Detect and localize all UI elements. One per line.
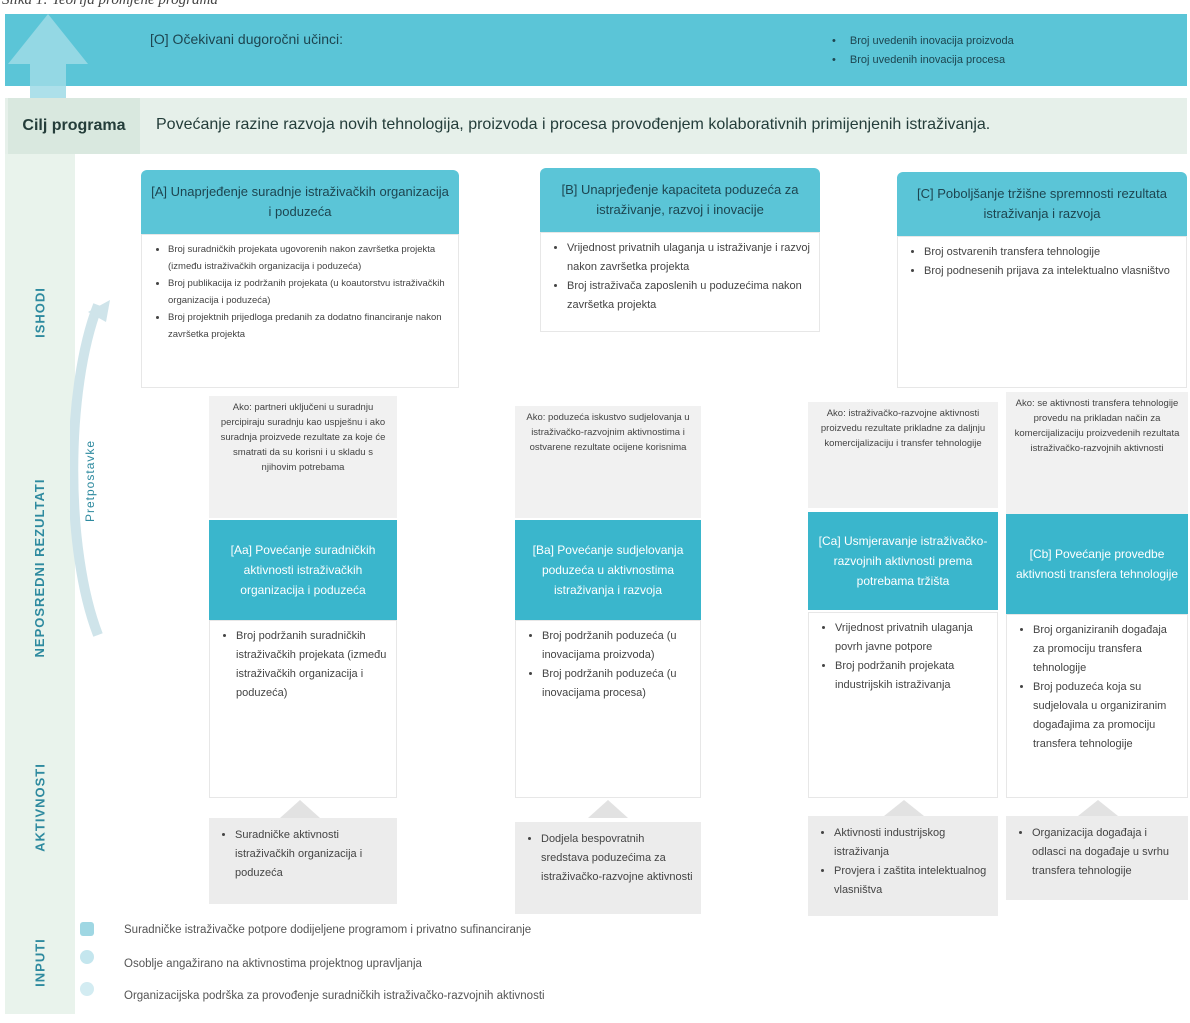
program-goal-text: Povećanje razine razvoja novih tehnologi… [156,116,991,133]
indicator-item: Broj podržanih projekata industrijskih i… [835,657,989,695]
up-arrow-icon [588,800,628,818]
assumption-a: Ako: partneri uključeni u suradnju perci… [209,396,397,518]
input-item: Suradničke istraživačke potpore dodijelj… [124,924,532,936]
result-ca-indicators: Vrijednost privatnih ulaganja povrh javn… [808,612,998,798]
outcome-a-indicators: Broj suradničkih projekata ugovorenih na… [141,234,459,388]
result-cb-header: [Cb] Povećanje provedbe aktivnosti trans… [1006,514,1188,614]
result-cb-indicators: Broj organiziranih događaja za promociju… [1006,614,1188,798]
assumption-d: Ako: se aktivnosti transfera tehnologije… [1006,392,1188,514]
people-icon [80,950,94,964]
indicator-item: Broj istraživača zaposlenih u poduzećima… [567,277,811,315]
activity-a: Suradničke aktivnosti istraživačkih orga… [209,818,397,904]
activity-item: Suradničke aktivnosti istraživačkih orga… [235,826,389,883]
activity-b: Dodjela bespovratnih sredstava poduzećim… [515,822,701,914]
program-goal-band [5,98,1187,154]
up-arrow-icon [8,14,88,104]
indicator-item: Broj organiziranih događaja za promociju… [1033,621,1179,678]
up-arrow-icon [280,800,320,818]
outcome-c-indicators: Broj ostvarenih transfera tehnologije Br… [897,236,1187,388]
long-term-effect-item: Broj uvedenih inovacija procesa [832,51,1014,70]
outcome-c-header: [C] Poboljšanje tržišne spremnosti rezul… [897,172,1187,236]
long-term-effect-item: Broj uvedenih inovacija proizvoda [832,32,1014,51]
outcome-b-header: [B] Unaprjeđenje kapaciteta poduzeća za … [540,168,820,232]
result-ca-header: [Ca] Usmjeravanje istraživačko-razvojnih… [808,512,998,610]
indicator-item: Broj poduzeća koja su sudjelovala u orga… [1033,678,1179,754]
indicator-item: Broj suradničkih projekata ugovorenih na… [168,241,450,275]
activity-c: Aktivnosti industrijskog istraživanja Pr… [808,816,998,916]
support-icon [80,982,94,996]
assumptions-label: Pretpostavke [83,439,97,522]
activity-item: Dodjela bespovratnih sredstava poduzećim… [541,830,693,887]
up-arrow-icon [884,800,924,816]
indicator-item: Vrijednost privatnih ulaganja povrh javn… [835,619,989,657]
indicator-item: Broj projektnih prijedloga predanih za d… [168,309,450,343]
indicator-item: Broj podržanih suradničkih istraživačkih… [236,627,388,703]
activity-item: Aktivnosti industrijskog istraživanja [834,824,990,862]
result-aa-indicators: Broj podržanih suradničkih istraživačkih… [209,620,397,798]
assumption-b: Ako: poduzeća iskustvo sudjelovanja u is… [515,406,701,518]
outcomes-level-label: ISHODI [32,287,48,338]
outcome-b-indicators: Vrijednost privatnih ulaganja u istraživ… [540,232,820,332]
result-ba-indicators: Broj podržanih poduzeća (u inovacijama p… [515,620,701,798]
indicator-item: Broj podržanih poduzeća (u inovacijama p… [542,627,692,665]
assumptions-curve-arrow [70,300,110,637]
assumption-c: Ako: istraživačko-razvojne aktivnosti pr… [808,402,998,508]
input-item: Organizacijska podrška za provođenje sur… [124,990,545,1002]
up-arrow-icon [1078,800,1118,816]
result-aa-header: [Aa] Povećanje suradničkih aktivnosti is… [209,520,397,620]
indicator-item: Broj ostvarenih transfera tehnologije [924,243,1178,262]
funding-icon [80,922,94,936]
outcome-a-header: [A] Unaprjeđenje suradnje istraživačkih … [141,170,459,234]
results-level-label: NEPOSREDNI REZULTATI [32,478,47,658]
result-ba-header: [Ba] Povećanje sudjelovanja poduzeća u a… [515,520,701,620]
program-goal-label: Cilj programa [8,98,140,154]
input-item: Osoblje angažirano na aktivnostima proje… [124,958,422,970]
indicator-item: Broj publikacija iz podržanih projekata … [168,275,450,309]
long-term-effects-list: Broj uvedenih inovacija proizvoda Broj u… [832,32,1014,70]
activity-d: Organizacija događaja i odlasci na događ… [1006,816,1188,900]
long-term-effects-label: [O] Očekivani dugoročni učinci: [150,31,343,47]
inputs-level-label: INPUTI [32,938,48,987]
activities-level-label: AKTIVNOSTI [32,763,48,852]
indicator-item: Broj podržanih poduzeća (u inovacijama p… [542,665,692,703]
indicator-item: Vrijednost privatnih ulaganja u istraživ… [567,239,811,277]
level-sidebar [5,154,75,1014]
figure-caption: Slika 1: Teorija promjene programa [2,0,218,8]
activity-item: Provjera i zaštita intelektualnog vlasni… [834,862,990,900]
activity-item: Organizacija događaja i odlasci na događ… [1032,824,1180,881]
indicator-item: Broj podnesenih prijava za intelektualno… [924,262,1178,281]
